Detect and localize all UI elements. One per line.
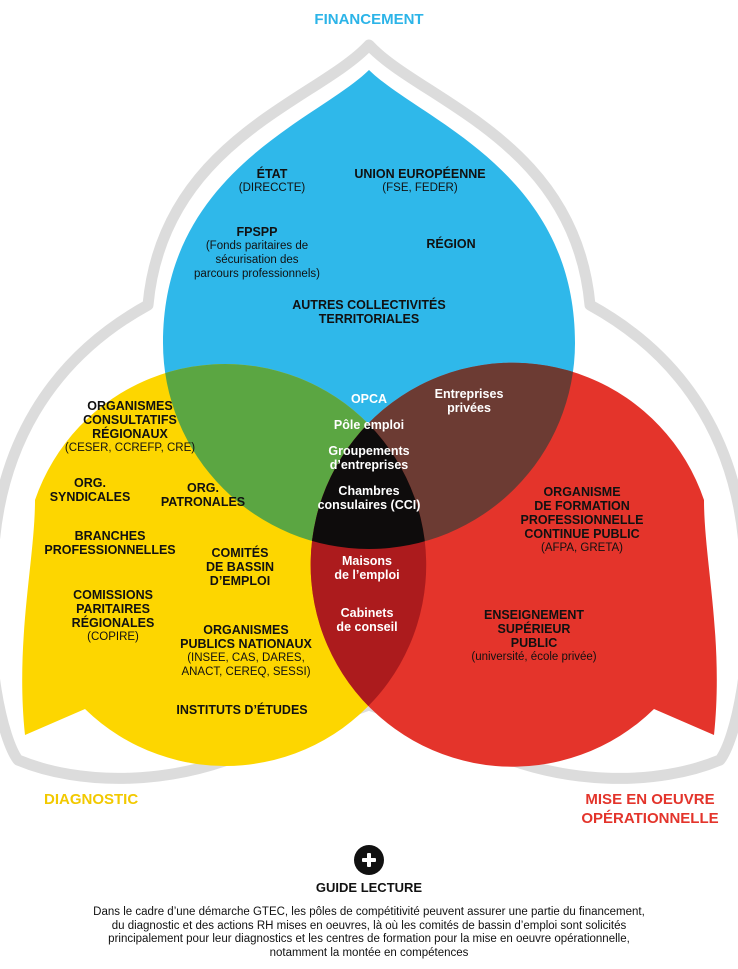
diagnostic-title: DIAGNOSTIC (44, 791, 139, 808)
label-branches-professionnelles: BRANCHES PROFESSIONNELLES (44, 529, 176, 557)
label-enseignement-superieur: ENSEIGNEMENT SUPÉRIEUR PUBLIC (universit… (471, 608, 597, 663)
guide-line-3: principalement pour leur diagnostics et … (108, 933, 630, 945)
label-pole-emploi: Pôle emploi (333, 418, 405, 432)
label-org-patronales: ORG. PATRONALES (160, 481, 246, 509)
label-org-syndicales: ORG. SYNDICALES (49, 476, 131, 504)
label-cabinets-conseil: Cabinets de conseil (336, 606, 398, 634)
label-organismes-consultatifs: ORGANISMES CONSULTATIFS RÉGIONAUX (CESER… (64, 399, 196, 454)
mise-en-oeuvre-title-line1: MISE EN OEUVRE (585, 791, 715, 808)
label-chambres-consulaires: Chambres consulaires (CCI) (317, 484, 421, 512)
plus-icon (354, 845, 384, 875)
label-maisons-emploi: Maisons de l’emploi (334, 554, 400, 582)
financement-diagnostic-overlap (163, 363, 427, 549)
guide-line-1: Dans le cadre d’une démarche GTEC, les p… (93, 906, 645, 918)
guide-title: GUIDE LECTURE (315, 880, 423, 895)
label-instituts-etudes: INSTITUTS D’ÉTUDES (176, 703, 308, 717)
mise-en-oeuvre-title-line2: OPÉRATIONNELLE (581, 810, 719, 827)
guide-line-2: du diagnostic et des actions RH mises en… (111, 919, 627, 932)
financement-mise-en-oeuvre-overlap (310, 362, 575, 549)
guide-text: Dans le cadre d’une démarche GTEC, les p… (20, 906, 718, 960)
label-etat: ÉTAT (DIRECCTE) (238, 167, 306, 194)
label-entreprises-privees: Entreprises privées (434, 387, 504, 415)
label-organisme-formation: ORGANISME DE FORMATION PROFESSIONNELLE C… (520, 485, 644, 554)
financement-title: FINANCEMENT (314, 11, 424, 28)
guide-line-4: notamment la montée en compétences (269, 946, 469, 959)
label-opca: OPCA (350, 392, 388, 406)
label-fpspp: FPSPP (Fonds paritaires de sécurisation … (194, 225, 320, 280)
label-commissions-paritaires: COMISSIONS PARITAIRES RÉGIONALES (COPIRE… (71, 588, 155, 643)
label-autres-collectivites: AUTRES COLLECTIVITÉS TERRITORIALES (292, 298, 446, 326)
label-union-europeenne: UNION EUROPÉENNE (FSE, FEDER) (354, 167, 486, 194)
mise-en-oeuvre-title: MISE EN OEUVRE OPÉRATIONNELLE (581, 790, 718, 828)
label-comites-bassin-emploi: COMITÉS DE BASSIN D’EMPLOI (205, 546, 275, 588)
label-groupements-entreprises: Groupements d’entreprises (328, 444, 410, 472)
label-region: RÉGION (426, 237, 476, 251)
label-organismes-publics-nationaux: ORGANISMES PUBLICS NATIONAUX (INSEE, CAS… (180, 623, 312, 678)
